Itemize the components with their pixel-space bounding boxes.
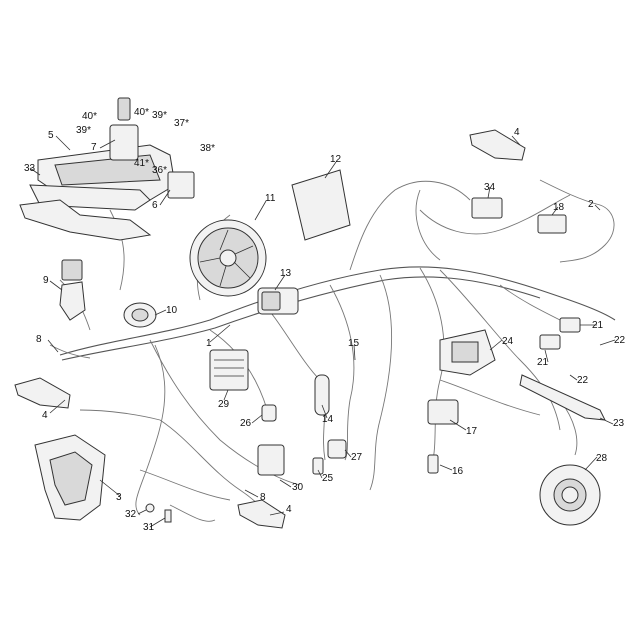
sensor-16 bbox=[427, 454, 439, 474]
callout-4-left: 4 bbox=[42, 410, 48, 421]
callout-4-bottom: 4 bbox=[286, 504, 292, 515]
spark-plug-cap-14 bbox=[314, 374, 330, 416]
callout-26: 26 bbox=[240, 418, 252, 429]
callout-9: 9 bbox=[43, 275, 49, 286]
callout-12: 12 bbox=[330, 154, 342, 165]
instrument-panel-5 bbox=[37, 144, 176, 201]
callout-30: 30 bbox=[292, 482, 304, 493]
sensor-26 bbox=[261, 404, 277, 422]
starter-relay-17 bbox=[427, 399, 459, 425]
relay-6 bbox=[167, 171, 195, 199]
callout-25: 25 bbox=[322, 473, 334, 484]
callout-22-lower: 22 bbox=[577, 375, 589, 386]
callout-39-right: 39* bbox=[152, 110, 167, 121]
callout-14: 14 bbox=[322, 414, 334, 425]
callout-29: 29 bbox=[218, 399, 230, 410]
callout-37: 37* bbox=[174, 118, 189, 129]
callout-28: 28 bbox=[596, 453, 608, 464]
ecu-module-12 bbox=[291, 169, 351, 241]
headlight-3 bbox=[34, 434, 106, 521]
callout-21-upper: 21 bbox=[592, 320, 604, 331]
fuse-box-24 bbox=[439, 329, 496, 376]
callout-8-left: 8 bbox=[36, 334, 42, 345]
callout-15: 15 bbox=[348, 338, 360, 349]
leader-lines bbox=[29, 135, 616, 528]
ignition-switch-7 bbox=[109, 97, 139, 161]
turn-signal-4-left bbox=[14, 377, 71, 409]
callout-7: 7 bbox=[91, 142, 97, 153]
ignition-coil-13 bbox=[257, 287, 299, 315]
callout-13: 13 bbox=[280, 268, 292, 279]
callout-40-right: 40* bbox=[134, 107, 149, 118]
horn-10 bbox=[123, 302, 157, 328]
callout-40-left: 40* bbox=[82, 111, 97, 122]
callout-10: 10 bbox=[166, 305, 178, 316]
callout-31: 31 bbox=[143, 522, 155, 533]
callout-18: 18 bbox=[553, 202, 565, 213]
callout-1: 1 bbox=[206, 338, 212, 349]
callout-17: 17 bbox=[466, 426, 478, 437]
sensor-25 bbox=[312, 457, 324, 475]
callout-34: 34 bbox=[484, 182, 496, 193]
connector-18 bbox=[537, 214, 567, 234]
callout-2: 2 bbox=[588, 199, 594, 210]
callout-41: 41* bbox=[134, 158, 149, 169]
relay-30 bbox=[257, 444, 285, 476]
callout-3: 3 bbox=[116, 492, 122, 503]
callout-38: 38* bbox=[200, 143, 215, 154]
radiator-fan-11 bbox=[189, 219, 267, 297]
sensor-27 bbox=[327, 439, 347, 459]
callout-5: 5 bbox=[48, 130, 54, 141]
instrument-bracket-33 bbox=[19, 184, 152, 241]
callout-labels: 1 2 3 4 4 4 5 6 7 8 8 9 10 11 12 13 14 1… bbox=[24, 107, 626, 533]
callout-24: 24 bbox=[502, 336, 514, 347]
callout-32: 32 bbox=[125, 509, 137, 520]
callout-39-left: 39* bbox=[76, 125, 91, 136]
connector-9 bbox=[59, 259, 86, 321]
callout-33: 33 bbox=[24, 163, 36, 174]
connector-21 bbox=[539, 317, 581, 350]
alternator-stator-28 bbox=[539, 464, 601, 526]
bracket-23 bbox=[519, 374, 606, 421]
callout-27: 27 bbox=[351, 452, 363, 463]
callout-21-lower: 21 bbox=[537, 357, 549, 368]
callout-22-right: 22 bbox=[614, 335, 626, 346]
turn-signal-4-bottom bbox=[237, 499, 286, 529]
turn-signal-4-top bbox=[469, 129, 526, 161]
regulator-29 bbox=[209, 349, 249, 391]
callout-4-top: 4 bbox=[514, 127, 520, 138]
callout-36: 36* bbox=[152, 165, 167, 176]
callout-6: 6 bbox=[152, 200, 158, 211]
callout-23: 23 bbox=[613, 418, 625, 429]
fasteners-31-32 bbox=[145, 503, 172, 523]
callout-16: 16 bbox=[452, 466, 464, 477]
callout-11: 11 bbox=[265, 193, 276, 204]
connector-34 bbox=[471, 197, 503, 219]
callout-8-bottom: 8 bbox=[260, 492, 266, 503]
